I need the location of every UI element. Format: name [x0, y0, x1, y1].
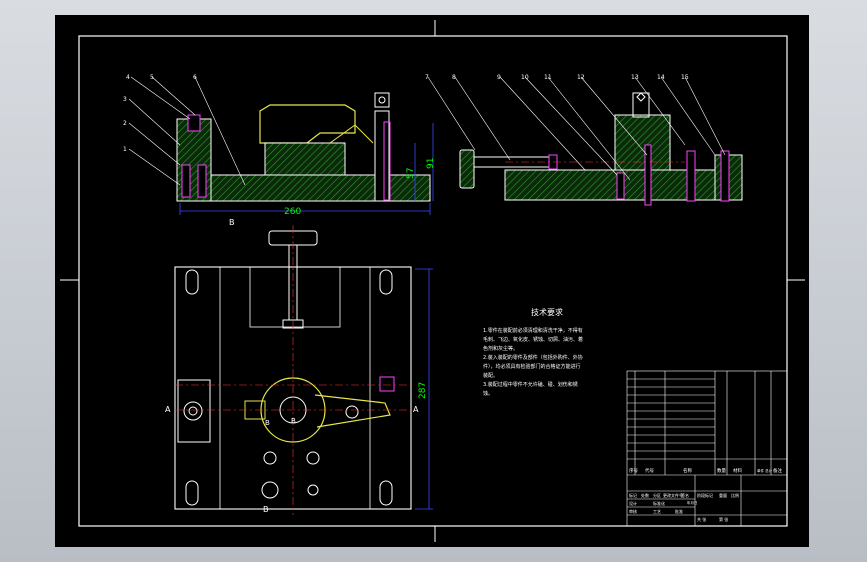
balloon-14: 14 — [657, 74, 665, 81]
col-index: 序号 — [629, 467, 638, 474]
dim-height-outer: 91 — [426, 158, 436, 169]
tech-requirements: 技术要求 1.零件在装配前必须清理和清洗干净，不得有 毛刺、飞边、氧化皮、锈蚀、… — [483, 307, 583, 397]
top-view: 287 A A B B B — [165, 225, 433, 515]
title-block — [626, 370, 788, 527]
balloon-15: 15 — [681, 74, 689, 81]
tech-line-8: 蚀。 — [483, 390, 493, 397]
front-view: 4 5 6 3 2 1 260 57 91 B — [123, 74, 436, 227]
balloon-7: 7 — [425, 74, 429, 81]
weight-label: 重量 — [719, 492, 727, 498]
balloon-9: 9 — [497, 74, 501, 81]
balloon-10: 10 — [521, 74, 529, 81]
dim-width: 287 — [418, 382, 428, 399]
tech-line-4: 2.装入装配的零件及部件（包括外购件、外协 — [483, 354, 583, 361]
sign-zone: 分区 — [653, 492, 661, 498]
col-name: 名称 — [683, 467, 692, 474]
review-label: 审核 — [629, 508, 637, 514]
section-b-bottom: B — [263, 505, 269, 514]
balloon-3: 3 — [123, 96, 127, 103]
section-a-right: A — [413, 405, 419, 414]
balloon-5: 5 — [150, 74, 154, 81]
col-remark: 备注 — [773, 467, 782, 474]
tech-line-3: 色剂和灰尘等。 — [483, 345, 518, 352]
tech-title: 技术要求 — [531, 307, 563, 317]
tech-line-1: 1.零件在装配前必须清理和清洗干净，不得有 — [483, 327, 583, 334]
design-label: 设计 — [629, 500, 637, 506]
side-view: 7 8 9 10 11 12 13 14 15 — [425, 74, 743, 206]
balloon-4: 4 — [126, 74, 130, 81]
title-block-text: 序号 代号 名称 数量 材料 单件 总计 备注 标记 处数 分区 更改文件号 签… — [629, 467, 782, 522]
sign-docno: 更改文件号 — [663, 492, 683, 498]
sign-count: 处数 — [641, 492, 649, 498]
section-b-mark2: B — [291, 417, 296, 425]
approve-label: 批准 — [675, 508, 683, 514]
sign-sig: 签名 — [681, 492, 689, 498]
col-qty: 数量 — [717, 467, 726, 474]
scale-label: 比例 — [731, 492, 739, 498]
tech-line-7: 3.装配过程中零件不允许磕、碰、划伤和锈 — [483, 381, 578, 388]
col-weight: 单件 总计 — [757, 468, 773, 473]
balloon-11: 11 — [544, 74, 552, 81]
drawing-border — [78, 35, 788, 527]
balloon-8: 8 — [452, 74, 456, 81]
balloon-6: 6 — [193, 74, 197, 81]
sheet-no: 第 张 — [719, 516, 728, 522]
process-label: 工艺 — [653, 509, 661, 514]
balloon-1: 1 — [123, 146, 127, 153]
dim-length: 260 — [284, 207, 301, 217]
balloon-13: 13 — [631, 74, 639, 81]
section-b-label: B — [229, 218, 235, 227]
tech-line-6: 装配。 — [483, 372, 498, 379]
col-material: 材料 — [733, 467, 742, 474]
standard-label: 标准化 — [653, 500, 665, 506]
total-sheets: 共 张 — [697, 516, 706, 522]
balloon-2: 2 — [123, 120, 127, 127]
stage-label: 阶段标记 — [697, 492, 713, 498]
col-code: 代号 — [645, 467, 654, 474]
sign-mark: 标记 — [629, 492, 637, 498]
cad-viewport[interactable]: 4 5 6 3 2 1 260 57 91 B — [55, 15, 809, 547]
cad-drawing: 4 5 6 3 2 1 260 57 91 B — [60, 20, 805, 542]
tech-line-5: 件），均必须具有检验部门的合格证方能进行 — [483, 363, 581, 370]
section-b-mark1: B — [265, 419, 270, 427]
tech-line-2: 毛刺、飞边、氧化皮、锈蚀、切屑、油污、着 — [483, 336, 583, 343]
dim-height-inner: 57 — [406, 168, 416, 179]
balloon-12: 12 — [577, 74, 585, 81]
section-a-left: A — [165, 405, 171, 414]
sign-date: 年月日 — [687, 500, 698, 505]
